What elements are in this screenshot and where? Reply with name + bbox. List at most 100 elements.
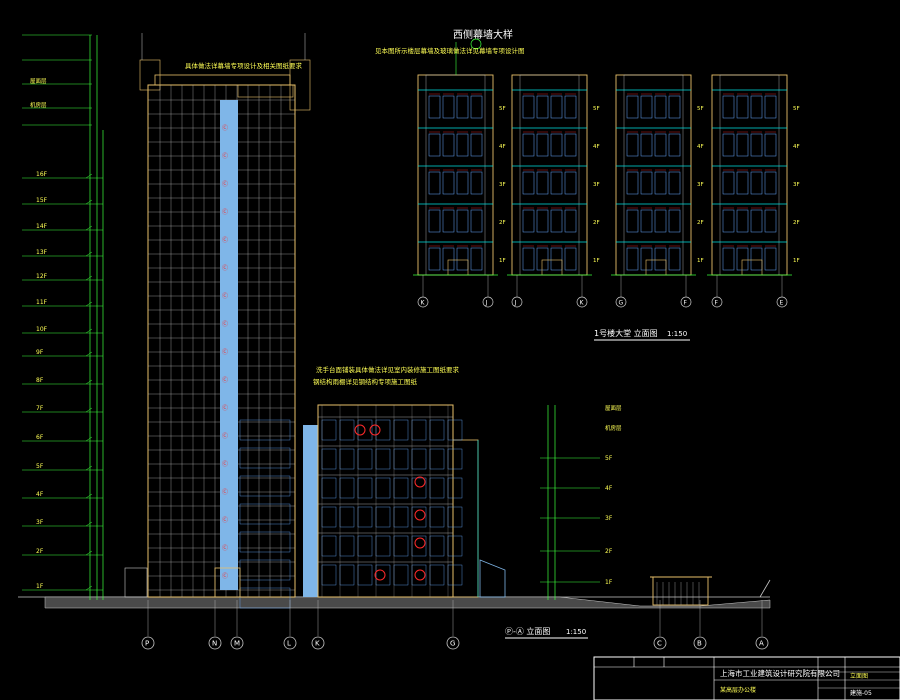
detail-window (626, 247, 639, 271)
detail-window (470, 209, 483, 233)
core-marker: Ⓒ (222, 208, 228, 216)
detail-axis-bubble (482, 296, 494, 308)
detail-window (456, 209, 469, 233)
detail-window (750, 133, 763, 157)
detail-axis-bubble (776, 296, 788, 308)
detail-level-label: 4F (593, 144, 600, 150)
detail-axis-bubble (511, 296, 523, 308)
detail-level-label: 3F (499, 182, 506, 188)
level-tick (85, 301, 93, 307)
tower-top-box (237, 84, 294, 98)
right-roof-label: 机房层 (605, 424, 622, 432)
core-marker: Ⓒ (222, 124, 228, 132)
right-level-label: 1F (605, 579, 613, 586)
detail-window (456, 247, 469, 271)
title-block-drawing-no: 建施-05 (850, 689, 872, 697)
detail-window (626, 209, 639, 233)
detail-window (654, 133, 667, 157)
core-marker: Ⓒ (222, 348, 228, 356)
detail-window (764, 171, 777, 195)
red-accent-mark (414, 509, 426, 521)
detail-window (564, 171, 577, 195)
axis-bubble (283, 636, 297, 650)
detail-window (736, 247, 749, 271)
detail-window (428, 133, 441, 157)
title-block-project: 某高层办公楼 (720, 686, 756, 694)
detail-window (428, 171, 441, 195)
tower-window (239, 419, 291, 441)
detail-window (428, 209, 441, 233)
red-accent-mark (354, 424, 366, 436)
roof-stair-left (139, 59, 161, 91)
level-tick (85, 379, 93, 385)
detail-window (668, 95, 681, 119)
axis-bubble (141, 636, 155, 650)
detail-window (750, 95, 763, 119)
detail-window (522, 171, 535, 195)
detail-axis-bubble (615, 296, 627, 308)
floor-level-label: 3F (36, 519, 44, 526)
axis-label: P (145, 640, 149, 648)
detail-window (750, 171, 763, 195)
tower-canopy (124, 567, 148, 598)
axis-label: N (212, 640, 217, 648)
detail-window (456, 133, 469, 157)
podium-note-1: 洗手台面铺装具体做法详见室内装修施工图纸要求 (316, 365, 460, 374)
detail-drawing-scale: 1:150 (667, 330, 687, 338)
roof-level-label: 机房层 (30, 101, 47, 109)
break-line (759, 579, 771, 598)
detail-level-label: 4F (793, 144, 800, 150)
detail-window (564, 95, 577, 119)
axis-label: M (234, 640, 240, 648)
level-tick (85, 521, 93, 527)
core-marker: Ⓒ (222, 264, 228, 272)
right-level-label: 5F (605, 455, 613, 462)
level-tick (85, 328, 93, 334)
red-accent-mark (414, 569, 426, 581)
ground-slab (44, 596, 771, 609)
detail-axis-label: F (684, 300, 688, 307)
floor-level-label: 12F (36, 273, 48, 280)
detail-level-label: 3F (793, 182, 800, 188)
detail-window (456, 95, 469, 119)
detail-level-label: 3F (593, 182, 600, 188)
left-dimension-column: 1F2F3F4F5F6F7F8F9F10F11F12F13F14F15F16F屋… (22, 34, 104, 600)
main-drawing-title: Ⓟ-Ⓐ 立面图 (505, 626, 550, 636)
detail-window (442, 209, 455, 233)
red-accent-mark (369, 424, 381, 436)
podium-note-2: 钢结构雨棚详见钢结构专项施工图纸 (313, 377, 418, 386)
floor-level-label: 9F (36, 349, 44, 356)
detail-window (428, 95, 441, 119)
detail-window (470, 247, 483, 271)
floor-level-label: 5F (36, 463, 44, 470)
core-marker: Ⓒ (222, 488, 228, 496)
tower-entrance (214, 567, 241, 598)
detail-axis-bubble (680, 296, 692, 308)
axis-label: L (287, 640, 291, 648)
level-tick (85, 351, 93, 357)
detail-window (750, 209, 763, 233)
detail-window (550, 247, 563, 271)
core-marker: Ⓒ (222, 180, 228, 188)
detail-level-label: 3F (697, 182, 704, 188)
podium-elevation (303, 404, 506, 598)
detail-window (736, 171, 749, 195)
detail-level-label: 1F (499, 258, 506, 264)
detail-window (722, 247, 735, 271)
detail-window (442, 171, 455, 195)
detail-window (668, 247, 681, 271)
tower-window (239, 531, 291, 553)
floor-level-label: 1F (36, 583, 44, 590)
detail-window (668, 209, 681, 233)
detail-level-label: 4F (499, 144, 506, 150)
detail-axis-label: G (619, 300, 624, 307)
tower-core-column (220, 100, 238, 590)
right-level-label: 2F (605, 548, 613, 555)
detail-window (654, 171, 667, 195)
axis-label: B (697, 640, 702, 648)
detail-level-label: 5F (793, 106, 800, 112)
